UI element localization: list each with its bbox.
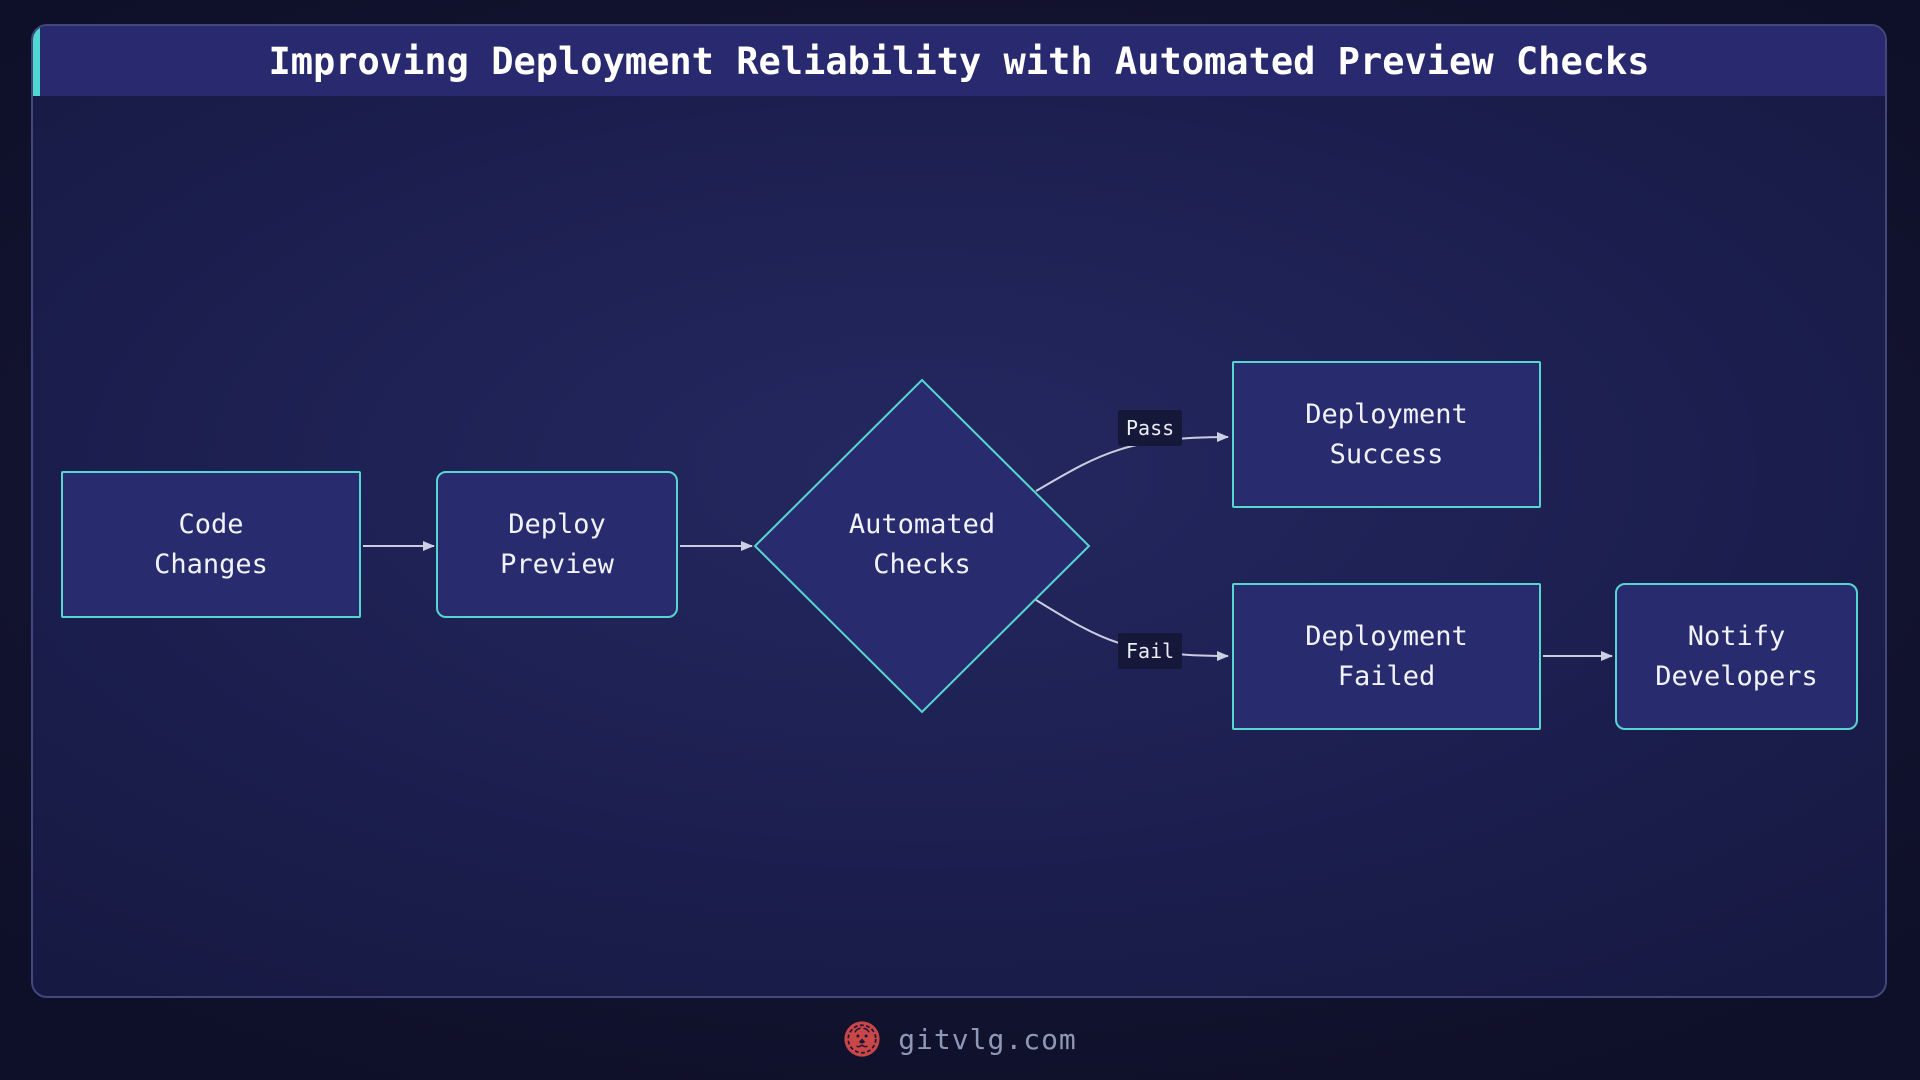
node-label-line: Notify [1687,620,1786,652]
node-label-line: Automated [848,509,996,540]
node-deploy-preview: Deploy Preview [436,471,678,618]
node-label-line: Code [178,508,244,540]
node-code-changes: Code Changes [61,471,361,618]
node-deployment-success: Deployment Success [1232,361,1541,508]
node-label-line: Deployment [1305,620,1468,652]
node-label-line: Preview [500,548,614,580]
title-bar: Improving Deployment Reliability with Au… [33,26,1885,96]
footer-site-text: gitvlg.com [898,1022,1077,1056]
edge-label-pass: Pass [1118,410,1183,446]
title-accent-bar [33,26,40,96]
node-label-line: Checks [873,549,971,580]
node-label-line: Changes [154,548,268,580]
node-label-line: Deploy [508,508,606,540]
lion-logo-icon [844,1021,880,1057]
footer: gitvlg.com [0,998,1920,1080]
node-label-line: Success [1329,438,1444,470]
node-label-line: Deployment [1305,398,1468,430]
node-automated-checks-label: Automated Checks [772,505,1072,585]
node-label-line: Developers [1655,660,1818,692]
node-label-line: Failed [1337,660,1436,692]
edge-label-fail: Fail [1118,633,1183,669]
page-title: Improving Deployment Reliability with Au… [268,39,1650,83]
node-notify-developers: Notify Developers [1615,583,1858,730]
node-deployment-failed: Deployment Failed [1232,583,1541,730]
